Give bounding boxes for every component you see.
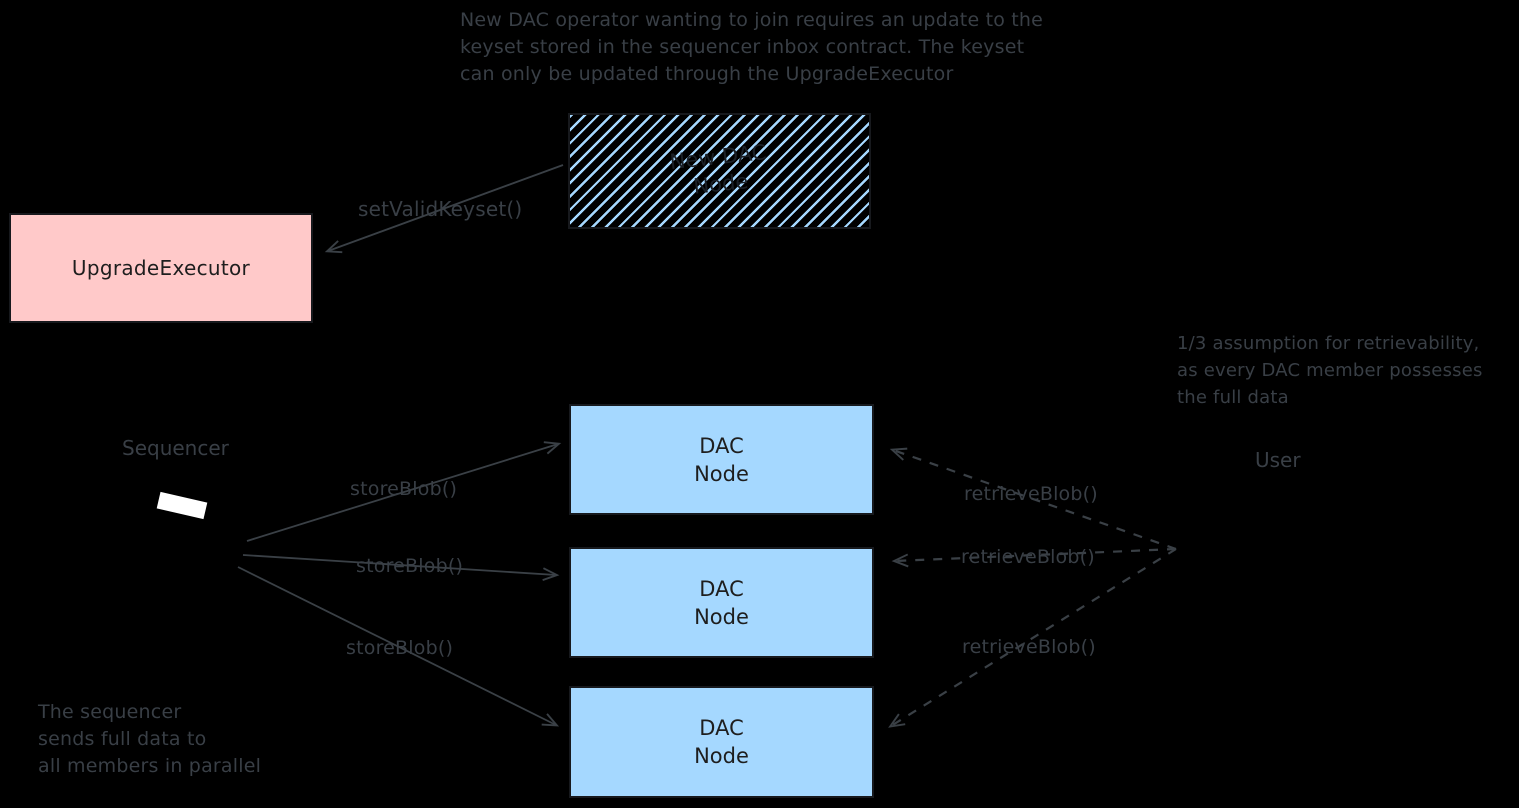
keyset-update-note: New DAC operator wanting to join require… [460, 7, 1043, 88]
sequencer-label: Sequencer [122, 436, 229, 460]
store-blob-label: storeBlob() [350, 478, 458, 500]
box-label-line: Node [694, 604, 749, 629]
store-blob-label: storeBlob() [346, 637, 454, 659]
retrieve-blob-arrow [888, 548, 1177, 728]
note-line: New DAC operator wanting to join require… [460, 9, 1044, 31]
dac-node-box: DAC Node [569, 547, 874, 658]
new-dac-node-label: New DAC Node [668, 139, 770, 203]
store-blob-arrow [237, 566, 560, 727]
retrieve-blob-label: retrieveBlob() [964, 483, 1098, 505]
note-line: 1/3 assumption for retrievability, [1177, 333, 1480, 354]
retrieve-blob-label: retrieveBlob() [961, 546, 1095, 568]
box-label-line: Node [694, 744, 749, 768]
upgrade-executor-box: UpgradeExecutor [9, 213, 313, 323]
note-line: The sequencer [38, 701, 182, 723]
upgrade-executor-label: UpgradeExecutor [71, 256, 251, 280]
box-label-line: DAC [699, 576, 744, 601]
box-label-line: DAC [699, 716, 744, 740]
note-line: as every DAC member possesses [1177, 360, 1483, 381]
retrieve-blob-arrow [889, 447, 1177, 551]
set-valid-keyset-arrow [324, 164, 564, 254]
dac-node-box: DAC Node [569, 404, 874, 515]
store-blob-label: storeBlob() [356, 555, 464, 577]
store-blob-arrow [246, 441, 562, 542]
dac-node-box: DAC Node [569, 686, 874, 798]
box-label-line: DAC [699, 433, 744, 458]
retrieve-blob-arrow [891, 547, 1177, 568]
retrievability-note: 1/3 assumption for retrievability, as ev… [1177, 330, 1483, 411]
set-valid-keyset-label: setValidKeyset() [358, 197, 523, 221]
box-label-line: Node [694, 461, 749, 486]
note-line: can only be updated through the UpgradeE… [460, 63, 954, 85]
note-line: all members in parallel [38, 755, 262, 777]
note-line: the full data [1177, 387, 1289, 408]
parallel-send-note: The sequencer sends full data to all mem… [38, 699, 261, 780]
user-label: User [1255, 448, 1301, 472]
new-dac-node-box: New DAC Node [568, 113, 871, 229]
retrieve-blob-label: retrieveBlob() [962, 636, 1096, 658]
note-line: keyset stored in the sequencer inbox con… [460, 36, 1025, 58]
note-line: sends full data to [38, 728, 207, 750]
store-blob-arrow [242, 554, 560, 582]
